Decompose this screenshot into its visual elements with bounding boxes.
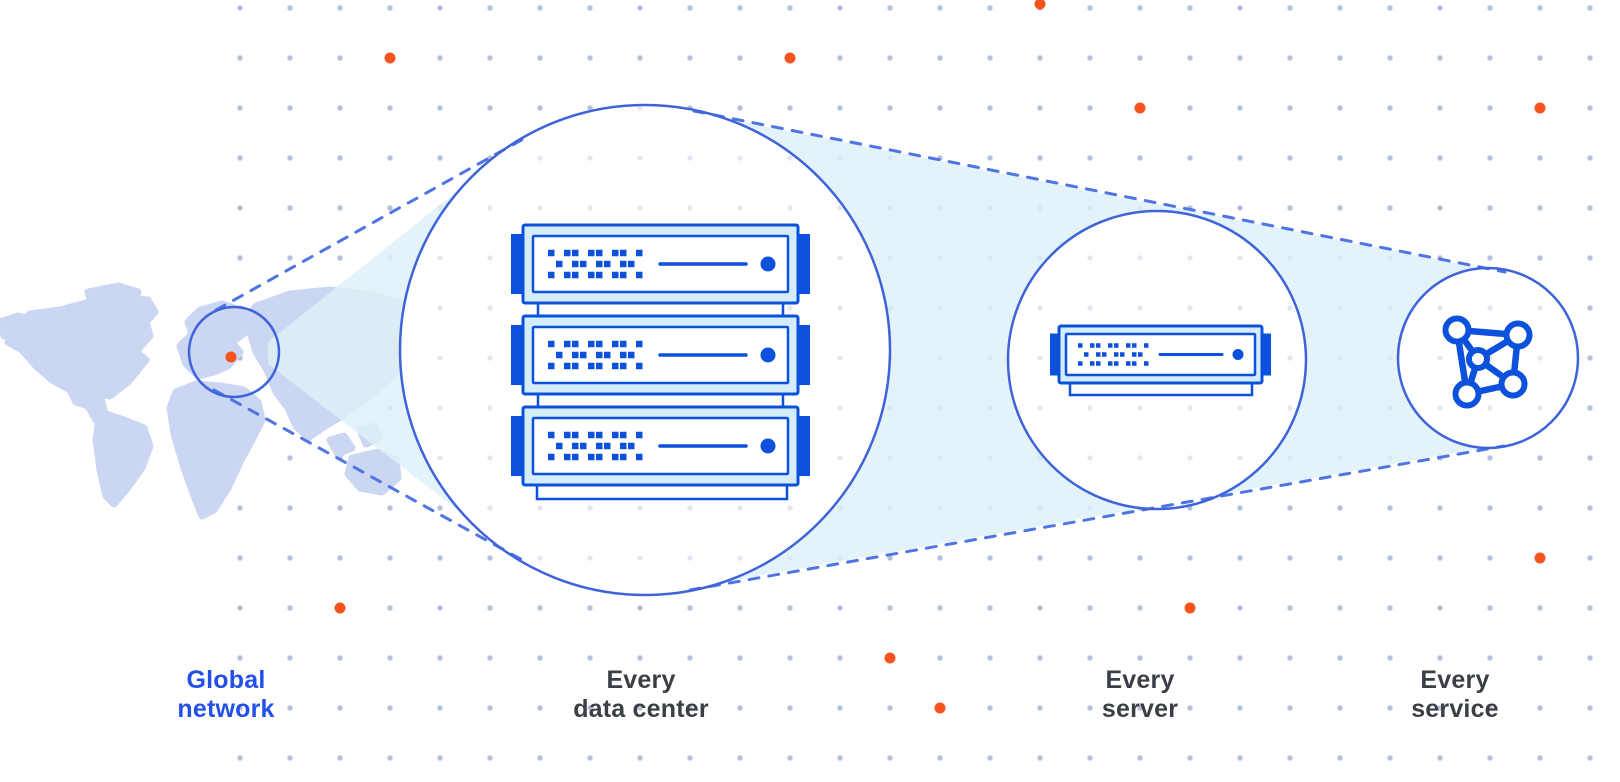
- label-line: network: [177, 695, 275, 723]
- server-unit: [511, 223, 810, 305]
- map-marker: [225, 351, 237, 363]
- orange-accent-dots: [334, 0, 1546, 714]
- label-line: Global: [186, 666, 266, 694]
- label-line: Every: [606, 666, 676, 694]
- service-circle: [1396, 266, 1580, 450]
- network-icon: [1442, 315, 1533, 409]
- label-line: server: [1101, 695, 1179, 723]
- label-line: Every: [1420, 666, 1490, 694]
- server-unit: [511, 314, 810, 396]
- server-rack: [511, 223, 810, 501]
- server-circle: [1006, 209, 1308, 511]
- label-line: service: [1411, 695, 1499, 723]
- single-server: [1050, 324, 1271, 397]
- server-unit: [511, 405, 810, 487]
- datacenter-circle: [398, 103, 892, 597]
- label-line: Every: [1105, 666, 1175, 694]
- label-line: data center: [573, 695, 709, 723]
- circle-outlines: [187, 103, 1580, 597]
- dashed-connectors: [212, 109, 1507, 592]
- map-zoom-circle: [187, 305, 281, 399]
